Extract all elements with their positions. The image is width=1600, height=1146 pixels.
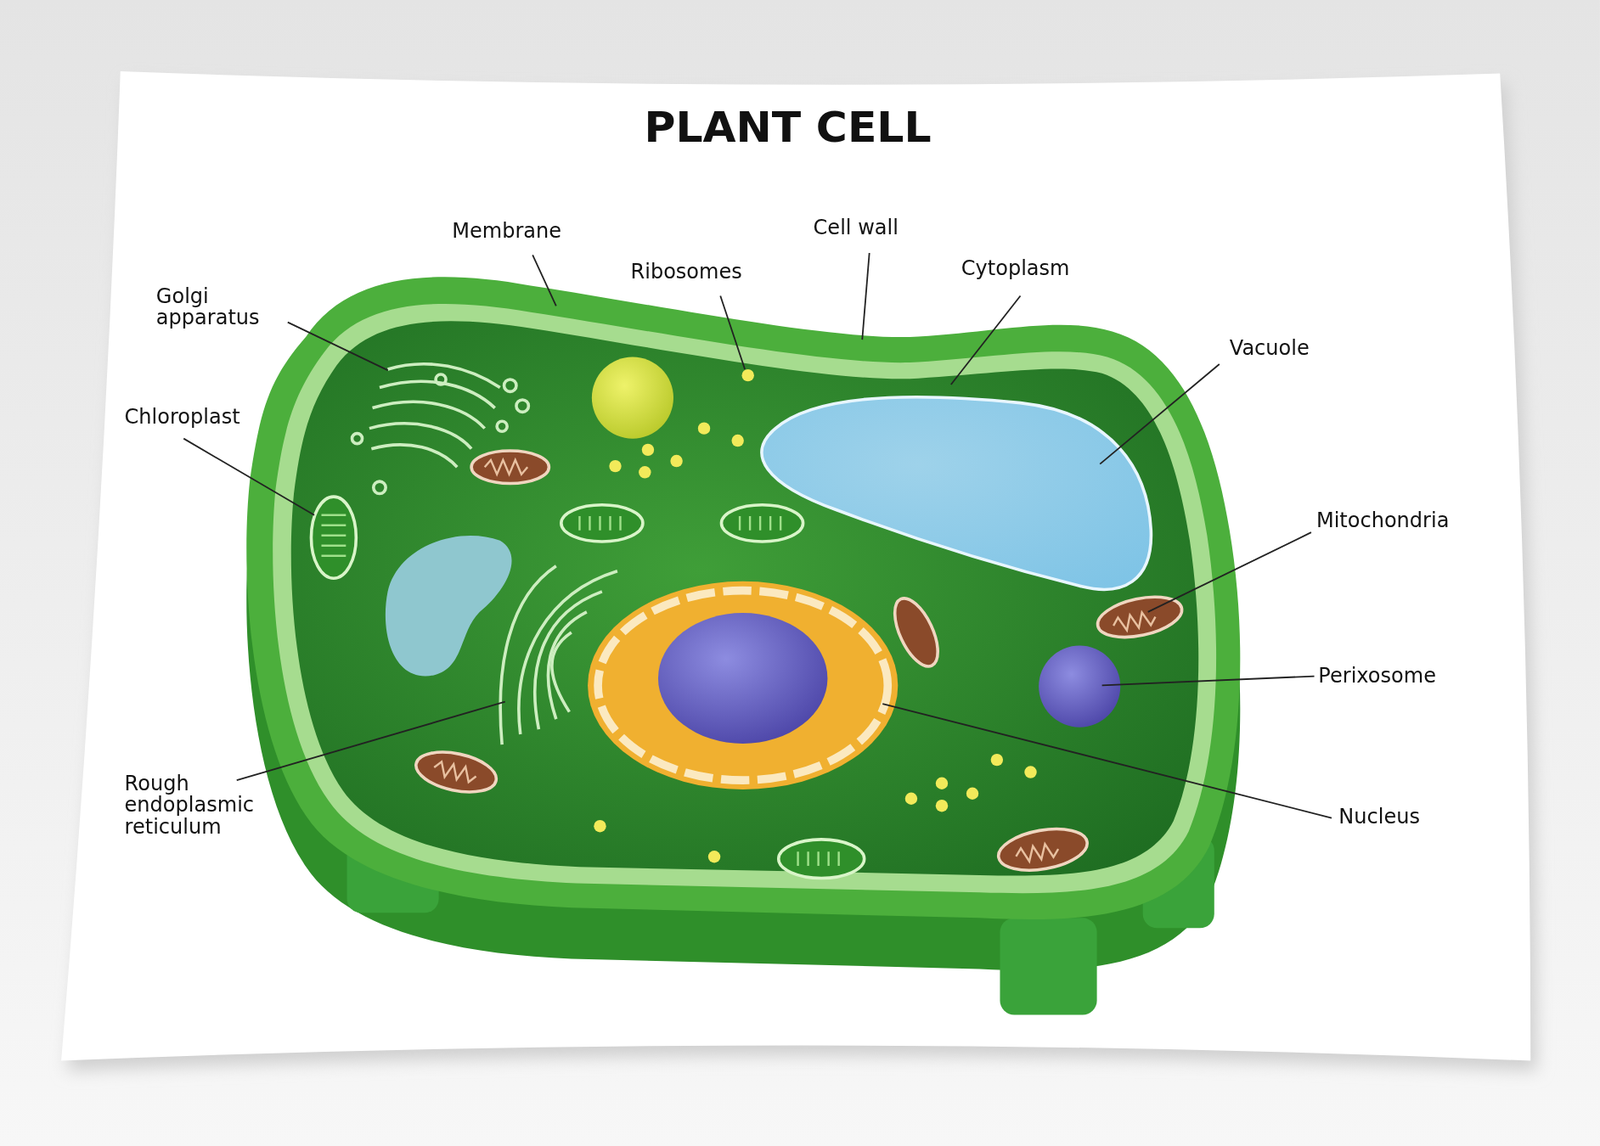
part-label: Rough endoplasmic reticulum [124,773,278,839]
part-label: Membrane [451,220,562,243]
part-label: Cytoplasm [961,258,1071,280]
part-label: Vacuole [1229,338,1310,360]
part-label: Chloroplast [124,405,241,428]
part-label: Mitochondria [1316,510,1449,532]
part-label: Ribosomes [630,261,743,283]
title: PLANT CELL [643,101,931,153]
part-label: Golgi apparatus [156,285,288,328]
part-label: Cell wall [813,217,899,239]
part-label: Perixosome [1318,664,1437,687]
part-label: Nucleus [1338,805,1420,828]
